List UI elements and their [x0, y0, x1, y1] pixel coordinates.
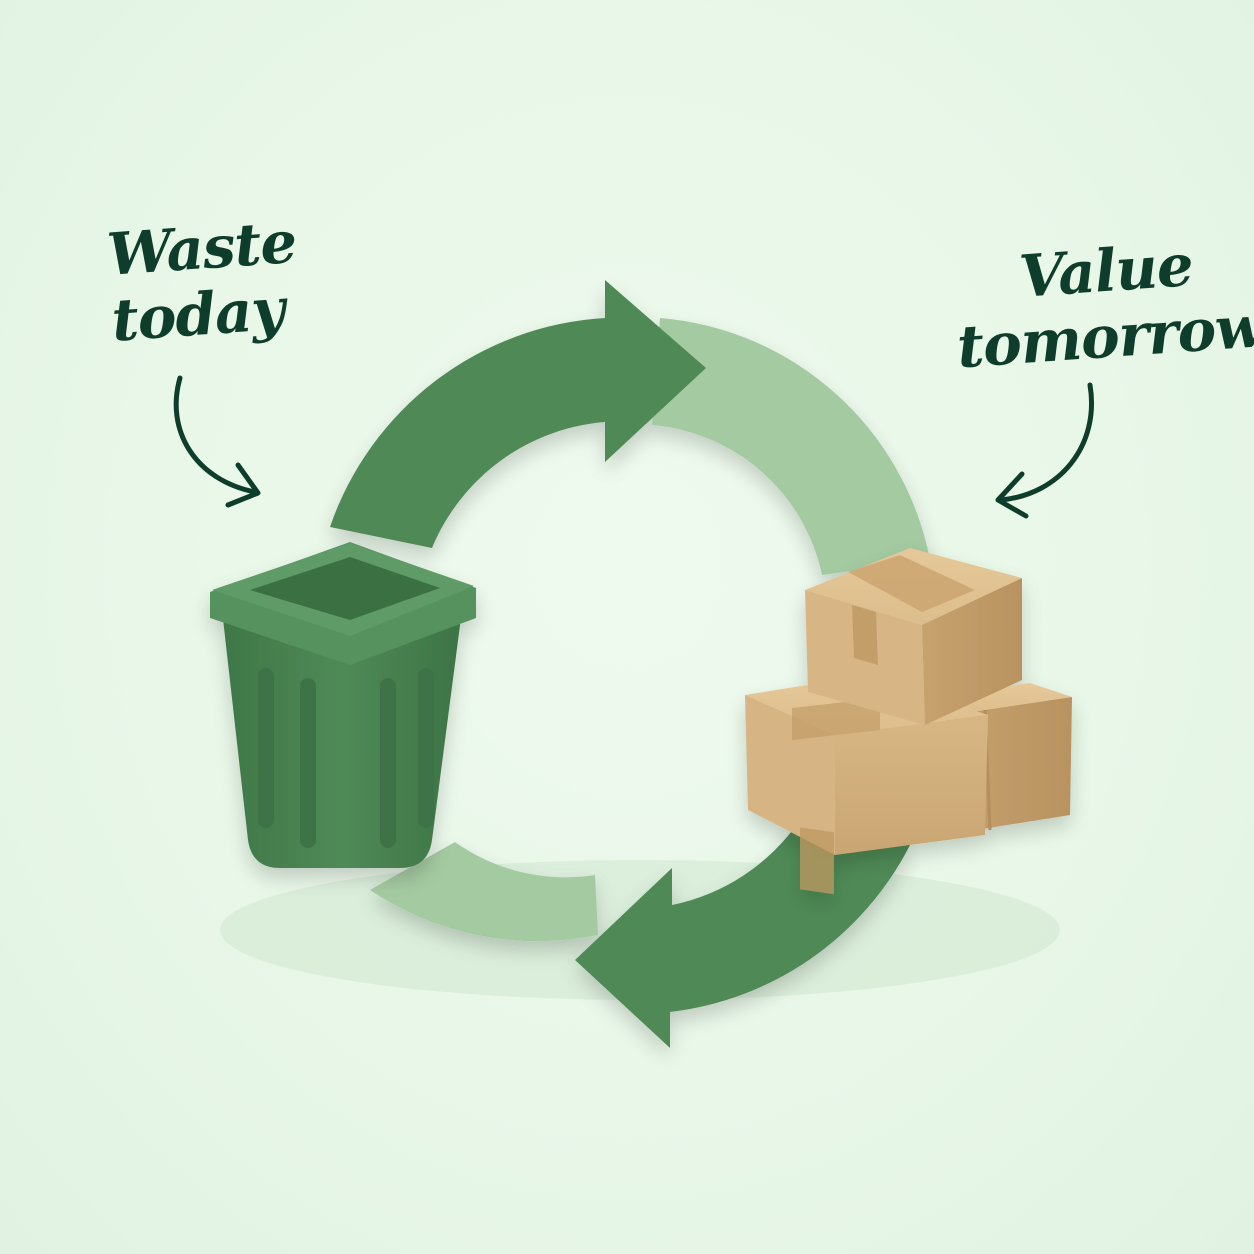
pointer-arrow-left	[173, 375, 258, 495]
pointer-arrow-right	[997, 382, 1094, 503]
pointer-arrowhead-left	[225, 462, 261, 508]
trash-bin-icon	[210, 542, 476, 868]
pointer-arrowhead-right	[995, 471, 1029, 519]
label-value-tomorrow: Value tomorrow	[950, 227, 1254, 381]
bin-body	[222, 610, 462, 868]
cardboard-boxes-icon	[745, 548, 1072, 895]
box-top	[805, 548, 1022, 725]
cycle-arrow-top	[330, 280, 706, 548]
bin-opening	[250, 557, 440, 620]
cycle-arc-light-top	[652, 318, 930, 575]
label-waste-line2: today	[109, 274, 287, 355]
bin-ribs	[258, 668, 434, 848]
curved-pointer-arrow-icon	[173, 375, 1094, 519]
label-waste-today: Waste today	[105, 208, 303, 355]
cycle-arc-light-bottom	[370, 842, 598, 942]
